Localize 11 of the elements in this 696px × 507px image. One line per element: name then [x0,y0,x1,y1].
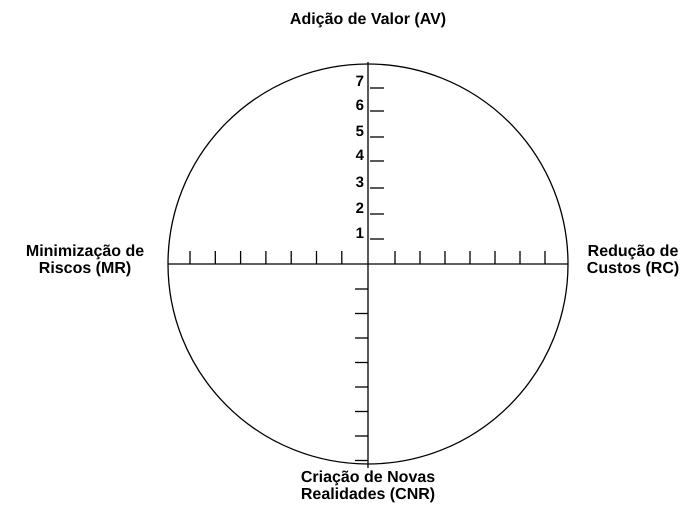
axis-label: Minimização de Riscos (MR) [24,243,146,277]
axis-label: Criação de Novas Realidades (CNR) [300,469,436,503]
axis-label: Redução de Custos (RC) [586,243,680,277]
tick-number: 7 [354,74,364,89]
tick-number: 5 [354,124,364,139]
tick-number: 3 [354,175,364,190]
axis-label: Adição de Valor (AV) [288,11,448,28]
tick-number: 6 [354,98,364,113]
tick-number: 4 [354,148,364,163]
tick-number: 1 [354,226,364,241]
tick-number: 2 [354,201,364,216]
